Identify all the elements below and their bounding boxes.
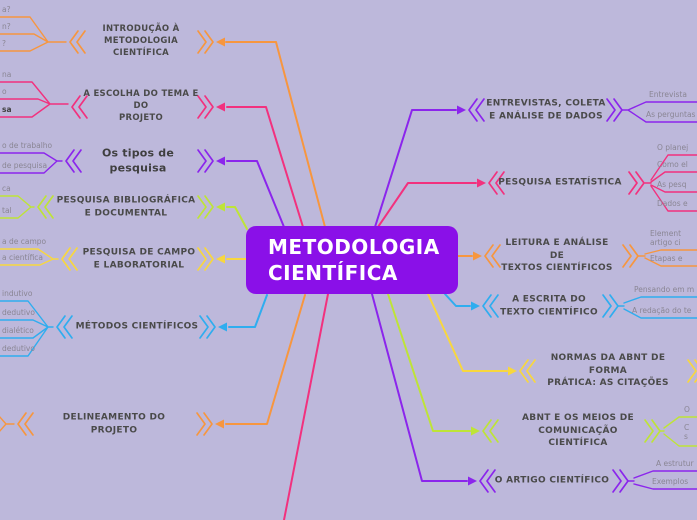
- branch-tipos-connector: [0, 149, 285, 228]
- subtopic-artigo-2[interactable]: Exemplos: [652, 477, 689, 486]
- subtopic-abnt-meios-2[interactable]: C s: [684, 423, 690, 441]
- subtopic-metodos-3[interactable]: dialético: [2, 326, 34, 335]
- branch-delineamento-connector: [0, 294, 306, 436]
- subtopic-bibliografica-2[interactable]: tal: [2, 206, 12, 215]
- subtopic-estatistica-4[interactable]: Dados e: [657, 199, 688, 208]
- topic-leitura[interactable]: LEITURA E ANÁLISE DE TEXTOS CIENTÍFICOS: [501, 238, 613, 274]
- subtopic-metodos-2[interactable]: dedutivo: [2, 308, 35, 317]
- subtopic-escolha-3[interactable]: sa: [2, 105, 12, 114]
- subtopic-bibliografica-1[interactable]: ca: [2, 184, 11, 193]
- subtopic-estatistica-1[interactable]: O planej: [657, 143, 689, 152]
- subtopic-estatistica-3[interactable]: As pesq: [657, 180, 687, 189]
- branch-bibliografica-connector: [0, 195, 248, 230]
- topic-escolha[interactable]: A ESCOLHA DO TEMA E DO PROJETO: [83, 89, 199, 123]
- topic-delineamento[interactable]: DELINEAMENTO DO PROJETO: [62, 412, 166, 435]
- topic-campo[interactable]: PESQUISA DE CAMPO E LABORATORIAL: [82, 247, 196, 270]
- subtopic-tipos-1[interactable]: o de trabalho: [2, 141, 53, 150]
- subtopic-escolha-2[interactable]: o: [2, 87, 7, 96]
- branch-escolha-connector: [0, 81, 304, 228]
- topic-metodos[interactable]: MÉTODOS CIENTÍFICOS: [75, 321, 199, 332]
- subtopic-leitura-2[interactable]: Etapas e: [650, 254, 683, 263]
- subtopic-escrita-1[interactable]: Pensando em m: [634, 285, 695, 294]
- topic-intro[interactable]: INTRODUÇÃO À METODOLOGIA CIENTÍFICA: [102, 24, 180, 58]
- branch-entrevistas-connector: [374, 98, 697, 228]
- subtopic-intro-2[interactable]: n?: [2, 22, 11, 31]
- branch-bottom-cut-connector: [283, 293, 329, 520]
- topic-estatistica[interactable]: PESQUISA ESTATÍSTICA: [498, 177, 622, 188]
- subtopic-estatistica-2[interactable]: Como el: [657, 160, 688, 169]
- subtopic-intro-1[interactable]: a?: [2, 5, 11, 14]
- subtopic-campo-2[interactable]: a científica: [2, 253, 44, 262]
- branch-leitura-connector: [457, 244, 697, 268]
- branch-artigo-connector: [371, 293, 697, 493]
- subtopic-entrevistas-2[interactable]: As perguntas: [646, 110, 696, 119]
- branch-normas-connector: [427, 293, 697, 383]
- topic-escrita[interactable]: A ESCRITA DO TEXTO CIENTÍFICO: [500, 294, 598, 317]
- subtopic-metodos-4[interactable]: dedutivo: [2, 344, 35, 353]
- subtopic-escrita-2[interactable]: A redação do te: [632, 306, 692, 315]
- subtopic-escolha-1[interactable]: na: [2, 70, 12, 79]
- subtopic-tipos-2[interactable]: de pesquisa: [2, 161, 48, 170]
- branch-abnt-meios-connector: [387, 293, 697, 447]
- branch-escrita-connector: [444, 293, 697, 319]
- subtopic-entrevistas-1[interactable]: Entrevista: [649, 90, 687, 99]
- topic-entrevistas[interactable]: ENTREVISTAS, COLETA E ANÁLISE DE DADOS: [486, 98, 606, 121]
- subtopic-campo-1[interactable]: a de campo: [2, 237, 47, 246]
- subtopic-metodos-1[interactable]: indutivo: [2, 289, 33, 298]
- subtopic-leitura-1[interactable]: Element artigo ci: [650, 229, 682, 247]
- topic-artigo[interactable]: O ARTIGO CIENTÍFICO: [494, 475, 610, 486]
- topic-bibliografica[interactable]: PESQUISA BIBLIOGRÁFICA E DOCUMENTAL: [56, 195, 196, 218]
- topic-normas[interactable]: NORMAS DA ABNT DE FORMA PRÁTICA: AS CITA…: [547, 353, 669, 389]
- subtopic-abnt-meios-1[interactable]: O: [684, 405, 690, 414]
- topic-tipos[interactable]: Os tipos de pesquisa: [101, 146, 175, 175]
- subtopic-artigo-1[interactable]: A estrutur: [656, 459, 694, 468]
- topic-abnt-meios[interactable]: ABNT E OS MEIOS DE COMUNICAÇÃO CIENTÍFIC…: [522, 413, 634, 449]
- subtopic-intro-3[interactable]: ?: [2, 39, 6, 48]
- branch-metodos-connector: [0, 294, 268, 357]
- branch-intro-connector: [0, 16, 326, 228]
- central-topic[interactable]: METODOLOGIA CIENTÍFICA: [246, 226, 458, 294]
- branch-estatistica-connector: [377, 154, 697, 228]
- branch-campo-connector: [0, 247, 247, 271]
